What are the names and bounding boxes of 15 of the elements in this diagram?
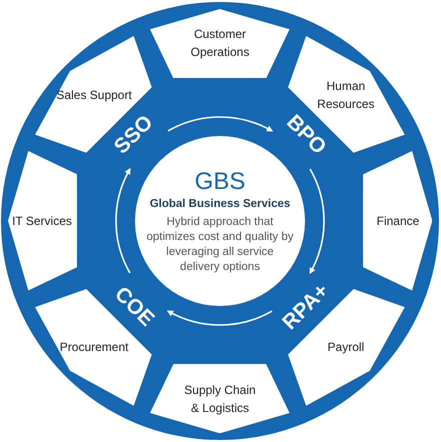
segment-label: Supply Chain & Logistics [183, 382, 257, 417]
segment-label: IT Services [11, 212, 73, 230]
segment-label: Human Resources [316, 78, 376, 114]
segment-label: Sales Support [55, 87, 133, 104]
arrow [115, 168, 131, 274]
arrow [309, 168, 325, 274]
subheading: Global Business Services [150, 198, 290, 210]
arrow [166, 310, 272, 326]
description: Hybrid approach that optimizes cost and quality by leveraging all service delivery options [145, 214, 295, 274]
arrow [168, 116, 274, 132]
heading: GBS [194, 168, 246, 196]
segment-label: Payroll [326, 338, 366, 356]
segment-label: Customer Operations [190, 26, 250, 61]
segment-label: Finance [376, 212, 420, 230]
segment-label: Procurement [58, 338, 130, 356]
